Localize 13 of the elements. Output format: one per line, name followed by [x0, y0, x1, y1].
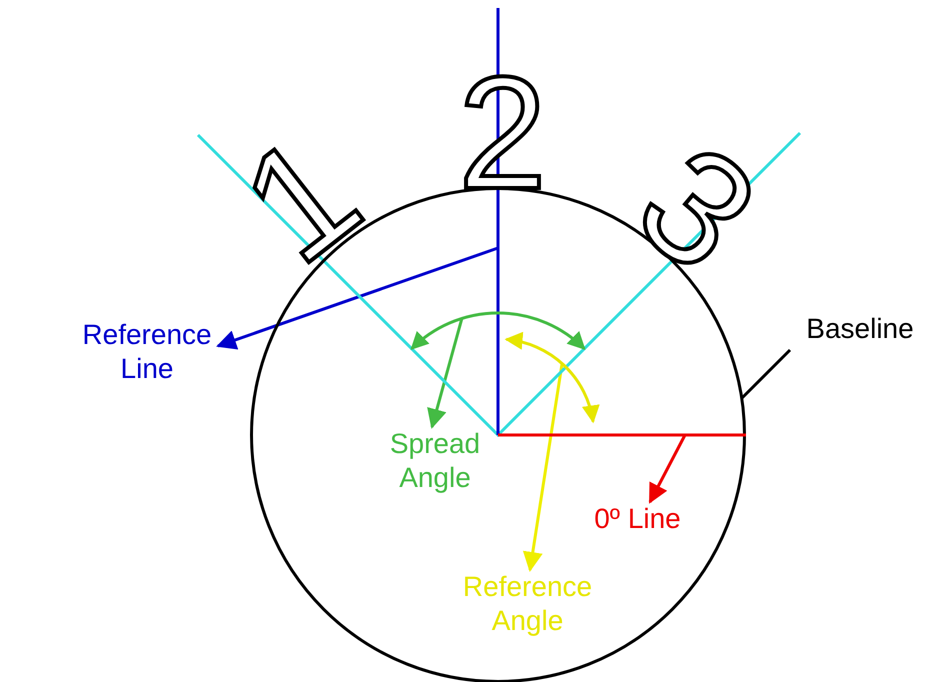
reference-line-label: Reference Line	[82, 318, 212, 386]
leader-arrow	[427, 318, 464, 429]
leader-arrow	[648, 434, 686, 504]
leader-arrow	[216, 246, 498, 350]
zero-line-label: 0º Line	[575, 502, 700, 536]
baseline-label: Baseline	[790, 312, 930, 346]
leader-line	[740, 348, 792, 400]
position-number: 1	[216, 108, 385, 290]
spread-angle-label: Spread Angle	[385, 427, 485, 495]
leader-arrow	[522, 364, 564, 572]
position-number: 3	[612, 118, 783, 298]
reference-angle-label: Reference Angle	[440, 570, 615, 638]
zero-degree-line	[498, 433, 746, 437]
